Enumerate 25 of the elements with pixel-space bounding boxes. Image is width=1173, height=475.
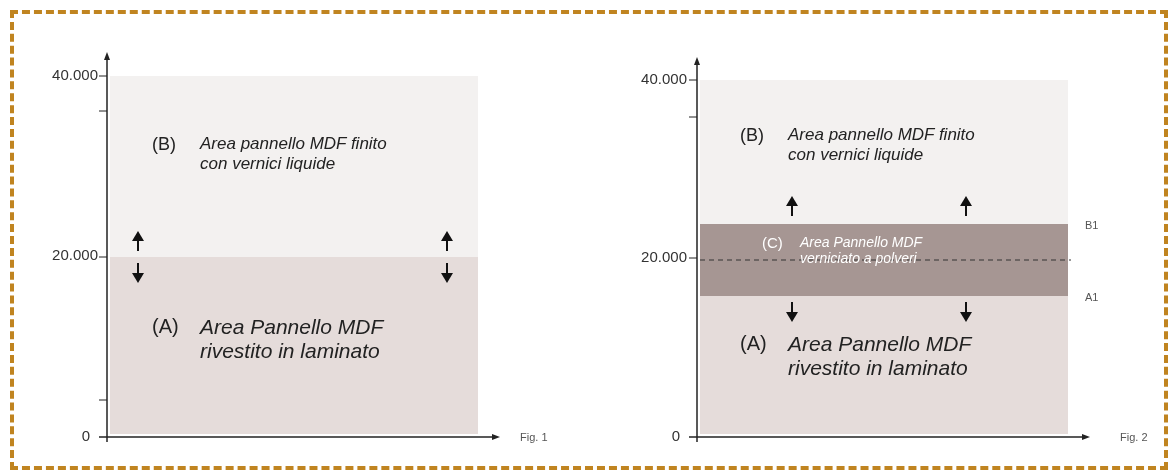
region-description: Area Pannello MDF verniciato a polveri xyxy=(800,234,924,267)
region-tag: (A) xyxy=(152,315,179,338)
tick-label: 20.000 xyxy=(640,248,687,265)
region-tag: (A) xyxy=(740,332,767,355)
tick-label: 20.000 xyxy=(51,246,98,263)
region-description: Area pannello MDF finito con vernici liquide xyxy=(200,134,388,174)
band-region xyxy=(700,224,1068,296)
region-description: Area pannello MDF finito con vernici liquide xyxy=(788,125,976,165)
tick-label: 40.000 xyxy=(51,66,98,83)
region-tag: (C) xyxy=(762,234,783,251)
area-region xyxy=(700,80,1068,224)
tick-label: 40.000 xyxy=(640,70,687,87)
figure-label: Fig. 2 xyxy=(1120,431,1148,443)
boundary-label: B1 xyxy=(1085,219,1099,231)
region-tag: (B) xyxy=(740,125,764,146)
area-region xyxy=(110,76,478,257)
figure-label: Fig. 1 xyxy=(520,431,548,443)
tick-label: 0 xyxy=(80,427,90,444)
region-description: Area Pannello MDF rivestito in laminato xyxy=(788,332,974,381)
area-region xyxy=(700,296,1068,434)
region-description: Area Pannello MDF rivestito in laminato xyxy=(200,315,386,364)
tick-label: 0 xyxy=(670,427,680,444)
region-tag: (B) xyxy=(152,134,176,155)
boundary-label: A1 xyxy=(1085,291,1099,303)
area-region xyxy=(110,257,478,434)
